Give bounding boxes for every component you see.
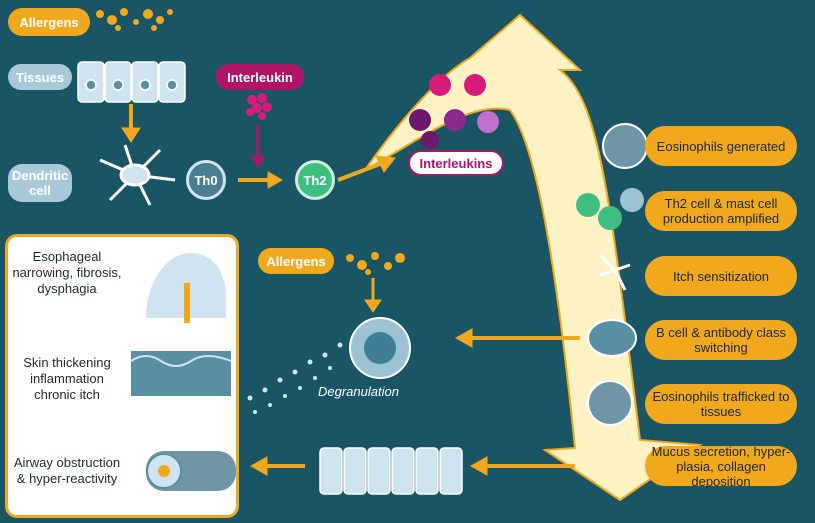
outcome-airway: Airway obstruction & hyper-reactivity xyxy=(13,455,121,486)
allergen-particles-middle xyxy=(346,252,405,275)
effect-eosinophils-generated: Eosinophils generated xyxy=(645,126,797,166)
mast-cell xyxy=(349,317,411,379)
interleukin-label: Interleukin xyxy=(216,64,304,90)
outcome-illustrations xyxy=(130,253,236,491)
degranulation-label: Degranulation xyxy=(318,384,399,399)
allergens-label-top: Allergens xyxy=(8,8,90,36)
effect-itch-sensitization: Itch sensitization xyxy=(645,256,797,296)
th2-cell: Th2 xyxy=(295,160,335,200)
flow-arrows xyxy=(121,104,580,476)
allergen-particles-top xyxy=(96,8,173,31)
tissues-label: Tissues xyxy=(8,64,72,90)
interleukins-label: Interleukins xyxy=(408,150,504,176)
effect-mucus-secretion: Mucus secretion, hyper-plasia, collagen … xyxy=(645,444,797,489)
effect-icons xyxy=(576,123,648,426)
effect-eosinophils-trafficked: Eosinophils trafficked to tissues xyxy=(645,384,797,424)
dendritic-cell-label: Dendritic cell xyxy=(8,164,72,202)
interleukins-clusters xyxy=(409,74,499,149)
effect-b-cell-switching: B cell & antibody class switching xyxy=(645,320,797,360)
effect-th2-mast-cell: Th2 cell & mast cell production amplifie… xyxy=(645,191,797,231)
dendritic-cell xyxy=(99,144,176,206)
th0-cell: Th0 xyxy=(186,160,226,200)
epithelium-bottom xyxy=(319,447,463,495)
allergens-label-middle: Allergens xyxy=(258,248,334,274)
degranulation-particles xyxy=(232,342,343,414)
outcome-skin: Skin thickening inflammation chronic itc… xyxy=(23,355,111,402)
outcome-esophageal: Esophageal narrowing, fibrosis, dysphagi… xyxy=(12,249,122,296)
interleukin-cluster xyxy=(246,93,272,120)
outcomes-panel: Esophageal narrowing, fibrosis, dysphagi… xyxy=(5,234,239,518)
tissue-cells xyxy=(77,61,186,103)
curved-arrow-band xyxy=(364,13,703,502)
